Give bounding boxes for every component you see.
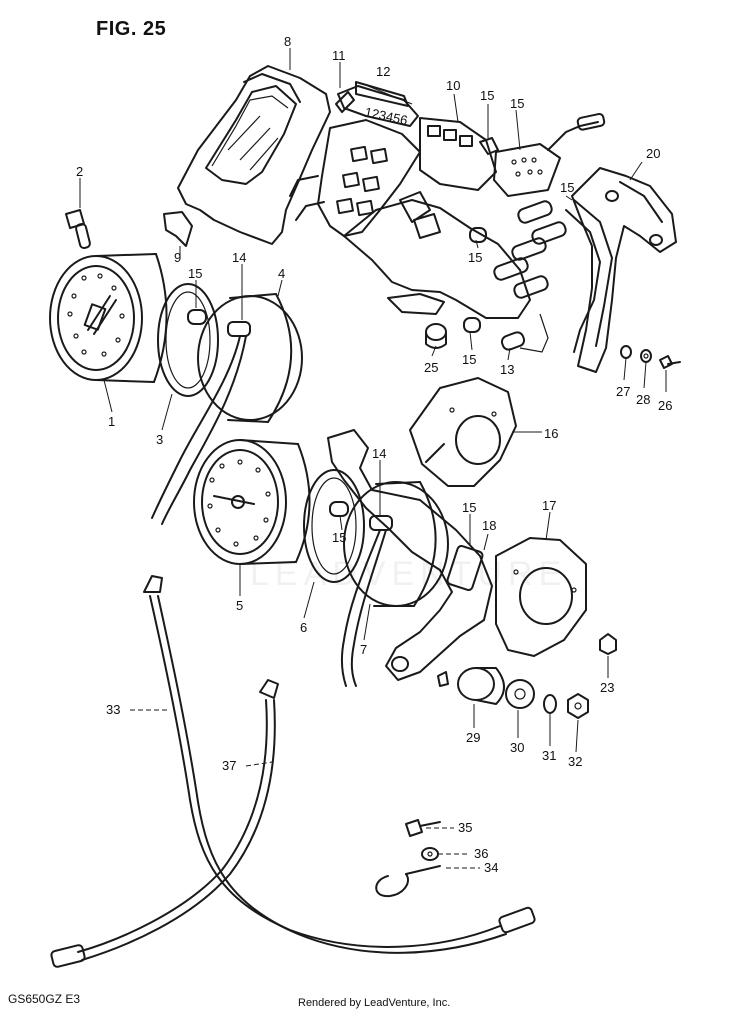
callout-15-upper-right: 15 [468, 250, 482, 265]
bulb-15-tachometer [329, 501, 349, 517]
figure-title: FIG. 25 [96, 18, 167, 40]
callout-17: 15 [480, 88, 494, 103]
speedometer [49, 253, 168, 383]
leader-lines [79, 48, 667, 869]
tachometer [193, 439, 311, 565]
bulb-15-speedometer [187, 309, 207, 325]
callout-24: 20 [646, 146, 660, 161]
callout-15-speedometer: 15 [188, 266, 202, 281]
callout-5: 5 [236, 598, 243, 613]
lower-meter-cover [409, 377, 517, 487]
callout-22: 18 [482, 518, 496, 533]
washer-28 [640, 349, 652, 363]
callout-8: 8 [284, 34, 291, 49]
callout-14-upper: 14 [232, 250, 246, 265]
speedometer-bolt [65, 209, 91, 250]
callout-32: 32 [568, 754, 582, 769]
meter-lower-case [343, 112, 613, 353]
callout-21: 17 [542, 498, 556, 513]
clamp-34 [375, 865, 441, 898]
lower-cover-right [495, 537, 587, 657]
washer-27 [620, 345, 632, 359]
model-code: GS650GZ E3 [8, 992, 81, 1006]
callout-20: 16 [544, 426, 558, 441]
watermark-text: LEADVENTURE [250, 555, 567, 593]
bulb-15-upper-right [469, 227, 487, 243]
callout-29: 29 [466, 730, 480, 745]
bulb-15-lower [463, 317, 481, 333]
callout-28: 28 [636, 392, 650, 407]
callout-25: 25 [424, 360, 438, 375]
tachometer-cable [50, 679, 279, 968]
callout-33: 33 [106, 702, 120, 717]
bulb-socket-upper [151, 321, 251, 525]
callout-36: 36 [474, 846, 488, 861]
callout-15-tachometer: 15 [332, 530, 346, 545]
speedometer-case [197, 293, 303, 423]
callout-23: 23 [600, 680, 614, 695]
callout-30: 30 [510, 740, 524, 755]
callout-31: 31 [542, 748, 556, 763]
callout-27: 27 [616, 384, 630, 399]
callout-34: 34 [484, 860, 498, 875]
callout-13: 13 [500, 362, 514, 377]
callout-7: 7 [360, 642, 367, 657]
callout-18: 15 [560, 180, 574, 195]
render-credit: Rendered by LeadVenture, Inc. [298, 997, 451, 1009]
callout-11: 11 [332, 48, 346, 63]
nut-23 [599, 633, 617, 655]
washer-31 [543, 694, 557, 714]
callout-3: 3 [156, 432, 163, 447]
washer-30 [505, 679, 535, 709]
bulb-socket-lower [340, 515, 393, 687]
center-console-panel: 123456 [317, 81, 421, 237]
speedometer-gasket [157, 283, 219, 397]
callout-2: 2 [76, 164, 83, 179]
callout-9: 9 [174, 250, 181, 265]
bolt-35 [405, 819, 441, 837]
tachometer-gasket [303, 469, 365, 583]
callout-4: 4 [278, 266, 285, 281]
tachometer-case [343, 481, 449, 607]
speedometer-cable [143, 575, 536, 954]
callout-14-lower: 14 [372, 446, 386, 461]
screw-26 [659, 355, 681, 369]
nut-32 [567, 693, 589, 719]
callout-1: 1 [108, 414, 115, 429]
indicator-socket [500, 331, 526, 351]
callout-16: 15 [510, 96, 524, 111]
callout-26: 26 [658, 398, 672, 413]
callout-12: 12 [376, 64, 390, 79]
callout-19: 15 [462, 500, 476, 515]
indicator-digits: 123456 [363, 104, 409, 128]
speedometer-grommet [163, 211, 193, 247]
damper-cushion [425, 323, 447, 349]
callout-37: 37 [222, 758, 236, 773]
callout-35: 35 [458, 820, 472, 835]
callout-10: 10 [446, 78, 460, 93]
washer-36 [421, 847, 439, 861]
callout-labels: 8 11 12 10 15 15 15 20 2 9 15 14 4 1 3 1… [76, 34, 672, 875]
meter-bracket [571, 167, 677, 373]
grommet-29 [457, 667, 505, 705]
upper-meter-cover [177, 65, 331, 245]
callout-6: 6 [300, 620, 307, 635]
callout-15-lower: 15 [462, 352, 476, 367]
